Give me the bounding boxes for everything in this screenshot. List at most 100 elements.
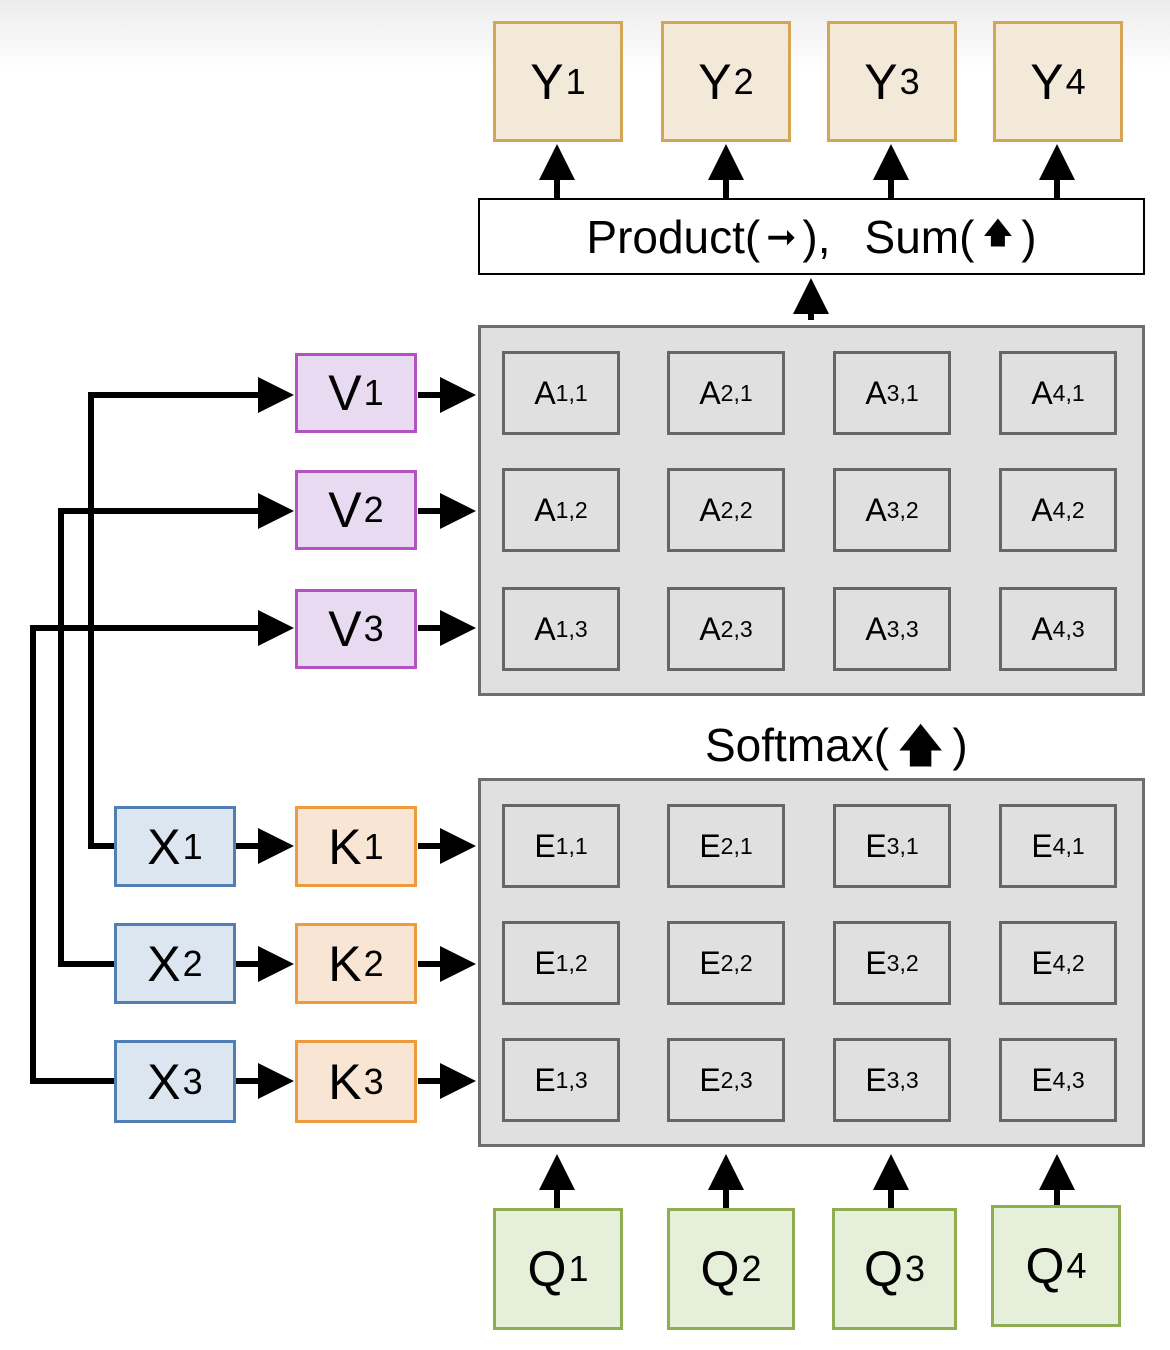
attention-cell-letter: A (865, 374, 887, 411)
energy-cell-letter: E (699, 944, 721, 981)
attention-cell-letter: A (1031, 610, 1053, 647)
attention-cell-letter: A (534, 374, 556, 411)
attention-cell-letter: A (534, 491, 556, 528)
right-arrow-icon: ➞ (766, 215, 797, 257)
energy-cell-letter: E (865, 944, 887, 981)
energy-cell-index: 2,3 (720, 1066, 753, 1093)
attention-cell-letter: A (699, 610, 721, 647)
input-index: 3 (182, 1060, 203, 1102)
value-index: 3 (363, 608, 384, 649)
input-letter: X (147, 935, 181, 992)
output-letter: Y (530, 53, 564, 110)
energy-cell-letter: E (699, 1061, 721, 1098)
energy-cell-letter: E (1031, 944, 1053, 981)
value-index: 2 (363, 489, 384, 530)
query-index: 3 (904, 1248, 925, 1289)
query-letter: Q (864, 1241, 903, 1297)
attention-cell-letter: A (865, 610, 887, 647)
output-index: 1 (565, 60, 586, 102)
output-letter: Y (698, 53, 732, 110)
output-index: 4 (1065, 60, 1086, 102)
key-index: 2 (363, 942, 384, 984)
up-arrow-icon: 🡅 (897, 719, 945, 771)
energy-cell-letter: E (534, 827, 556, 864)
energy-cell-letter: E (865, 1061, 887, 1098)
energy-cell-index: 2,2 (720, 949, 753, 976)
softmax-close: ) (952, 719, 968, 771)
input-letter: X (147, 818, 181, 875)
energy-cell-index: 4,3 (1052, 1066, 1085, 1093)
input-index: 1 (182, 825, 203, 867)
energy-cell-letter: E (865, 827, 887, 864)
attention-cell-index: 2,1 (720, 379, 753, 406)
aggregation-box: Product( ➞ ), Sum( 🡅 ) (478, 198, 1145, 275)
energy-cell-index: 4,2 (1052, 949, 1085, 976)
attention-cell-letter: A (699, 374, 721, 411)
softmax-text: Softmax( (705, 719, 890, 771)
output-index: 3 (899, 60, 920, 102)
energy-cell-index: 3,2 (886, 949, 919, 976)
attention-cell-index: 4,1 (1052, 379, 1085, 406)
energy-cell-index: 3,3 (886, 1066, 919, 1093)
value-index: 1 (363, 372, 384, 413)
attention-cell-letter: A (865, 491, 887, 528)
output-letter: Y (1030, 53, 1064, 110)
energy-cell-index: 3,1 (886, 832, 919, 859)
energy-cell-letter: E (534, 1061, 556, 1098)
attention-cell-index: 3,3 (886, 615, 919, 642)
key-letter: K (328, 1053, 362, 1110)
energy-cell-letter: E (1031, 1061, 1053, 1098)
energy-cell-index: 1,2 (555, 949, 588, 976)
query-letter: Q (527, 1241, 567, 1297)
energy-cell-letter: E (1031, 827, 1053, 864)
attention-cell-index: 2,3 (720, 615, 753, 642)
energy-cell-letter: E (534, 944, 556, 981)
query-letter: Q (1025, 1238, 1065, 1294)
input-letter: X (147, 1053, 181, 1110)
softmax-label: Softmax(🡅) (705, 712, 968, 790)
attention-cell-index: 1,3 (555, 615, 588, 642)
value-letter: V (328, 365, 362, 421)
query-index: 1 (568, 1248, 589, 1289)
input-index: 2 (182, 942, 203, 984)
product-label: Product( (586, 210, 761, 263)
query-letter: Q (700, 1241, 740, 1297)
value-letter: V (328, 601, 362, 657)
energy-cell-index: 1,3 (555, 1066, 588, 1093)
route-x3-v3 (30, 610, 294, 1084)
attention-cell-index: 4,2 (1052, 496, 1085, 523)
energy-cell-index: 1,1 (555, 832, 588, 859)
value-letter: V (328, 482, 362, 538)
key-index: 3 (363, 1060, 384, 1102)
energy-cell-index: 4,1 (1052, 832, 1085, 859)
output-index: 2 (733, 60, 754, 102)
